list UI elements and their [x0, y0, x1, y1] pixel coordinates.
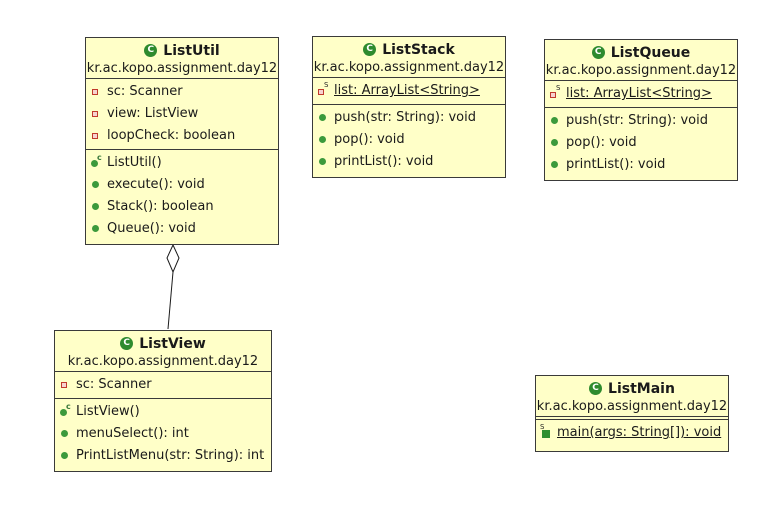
- operations-section: ListUtil() execute(): void Stack(): bool…: [86, 149, 278, 242]
- class-listmain[interactable]: ListMain kr.ac.kopo.assignment.day12 mai…: [535, 375, 729, 452]
- class-name: ListQueue: [610, 45, 691, 61]
- operations-section: push(str: String): void pop(): void prin…: [313, 104, 505, 175]
- class-package: kr.ac.kopo.assignment.day12: [67, 354, 259, 369]
- method-row[interactable]: printList(): void: [313, 151, 505, 173]
- static-method-icon: [540, 423, 552, 439]
- method-row[interactable]: Queue(): void: [86, 218, 278, 240]
- attribute-row[interactable]: list: ArrayList<String>: [313, 80, 505, 102]
- class-icon: [363, 43, 377, 56]
- class-package: kr.ac.kopo.assignment.day12: [86, 61, 278, 76]
- private-field-icon: [90, 108, 102, 120]
- attributes-section: list: ArrayList<String>: [313, 78, 505, 104]
- static-final-field-icon: [317, 81, 329, 97]
- method-row[interactable]: pop(): void: [313, 129, 505, 151]
- operations-section: push(str: String): void pop(): void prin…: [545, 107, 737, 178]
- method-row[interactable]: Stack(): boolean: [86, 196, 278, 218]
- class-icon: [120, 337, 134, 350]
- class-package: kr.ac.kopo.assignment.day12: [545, 63, 737, 78]
- private-field-icon: [59, 379, 71, 391]
- class-icon: [144, 44, 158, 57]
- class-header: ListMain kr.ac.kopo.assignment.day12: [536, 376, 728, 417]
- public-method-icon: [59, 450, 71, 462]
- class-package: kr.ac.kopo.assignment.day12: [313, 60, 505, 75]
- class-listutil[interactable]: ListUtil kr.ac.kopo.assignment.day12 sc:…: [85, 37, 279, 245]
- constructor-icon: [90, 153, 102, 169]
- class-name: ListView: [139, 336, 206, 352]
- attribute-row[interactable]: loopCheck: boolean: [86, 125, 278, 147]
- method-row[interactable]: printList(): void: [545, 154, 737, 176]
- method-row[interactable]: pop(): void: [545, 132, 737, 154]
- public-method-icon: [90, 179, 102, 191]
- aggregation-diamond: [166, 243, 180, 274]
- class-header: ListView kr.ac.kopo.assignment.day12: [55, 331, 271, 372]
- public-method-icon: [90, 201, 102, 213]
- attribute-row[interactable]: sc: Scanner: [55, 374, 271, 396]
- class-header: ListQueue kr.ac.kopo.assignment.day12: [545, 40, 737, 81]
- method-row[interactable]: execute(): void: [86, 174, 278, 196]
- class-name: ListMain: [608, 381, 675, 397]
- class-package: kr.ac.kopo.assignment.day12: [536, 399, 728, 414]
- class-liststack[interactable]: ListStack kr.ac.kopo.assignment.day12 li…: [312, 36, 506, 178]
- method-row[interactable]: main(args: String[]): void: [536, 422, 728, 444]
- operations-section: main(args: String[]): void: [536, 419, 728, 446]
- attribute-row[interactable]: view: ListView: [86, 103, 278, 125]
- private-field-icon: [90, 130, 102, 142]
- class-name: ListUtil: [163, 43, 220, 59]
- method-row[interactable]: push(str: String): void: [313, 107, 505, 129]
- public-method-icon: [90, 223, 102, 235]
- public-method-icon: [549, 137, 561, 149]
- attribute-row[interactable]: sc: Scanner: [86, 81, 278, 103]
- public-method-icon: [317, 134, 329, 146]
- method-row[interactable]: PrintListMenu(str: String): int: [55, 445, 271, 467]
- static-final-field-icon: [549, 84, 561, 100]
- public-method-icon: [549, 159, 561, 171]
- method-row[interactable]: menuSelect(): int: [55, 423, 271, 445]
- class-header: ListUtil kr.ac.kopo.assignment.day12: [86, 38, 278, 79]
- attributes-section: list: ArrayList<String>: [545, 81, 737, 107]
- class-icon: [589, 382, 603, 395]
- class-header: ListStack kr.ac.kopo.assignment.day12: [313, 37, 505, 78]
- public-method-icon: [549, 115, 561, 127]
- class-listqueue[interactable]: ListQueue kr.ac.kopo.assignment.day12 li…: [544, 39, 738, 181]
- class-listview[interactable]: ListView kr.ac.kopo.assignment.day12 sc:…: [54, 330, 272, 472]
- attributes-section: sc: Scanner: [55, 372, 271, 398]
- class-name: ListStack: [382, 42, 455, 58]
- constructor-row[interactable]: ListUtil(): [86, 152, 278, 174]
- attribute-row[interactable]: list: ArrayList<String>: [545, 83, 737, 105]
- class-icon: [591, 46, 605, 59]
- public-method-icon: [317, 156, 329, 168]
- public-method-icon: [59, 428, 71, 440]
- operations-section: ListView() menuSelect(): int PrintListMe…: [55, 398, 271, 469]
- method-row[interactable]: push(str: String): void: [545, 110, 737, 132]
- public-method-icon: [317, 112, 329, 124]
- constructor-row[interactable]: ListView(): [55, 401, 271, 423]
- constructor-icon: [59, 402, 71, 418]
- private-field-icon: [90, 86, 102, 98]
- attributes-section: sc: Scanner view: ListView loopCheck: bo…: [86, 79, 278, 149]
- aggregation-line: [167, 271, 174, 330]
